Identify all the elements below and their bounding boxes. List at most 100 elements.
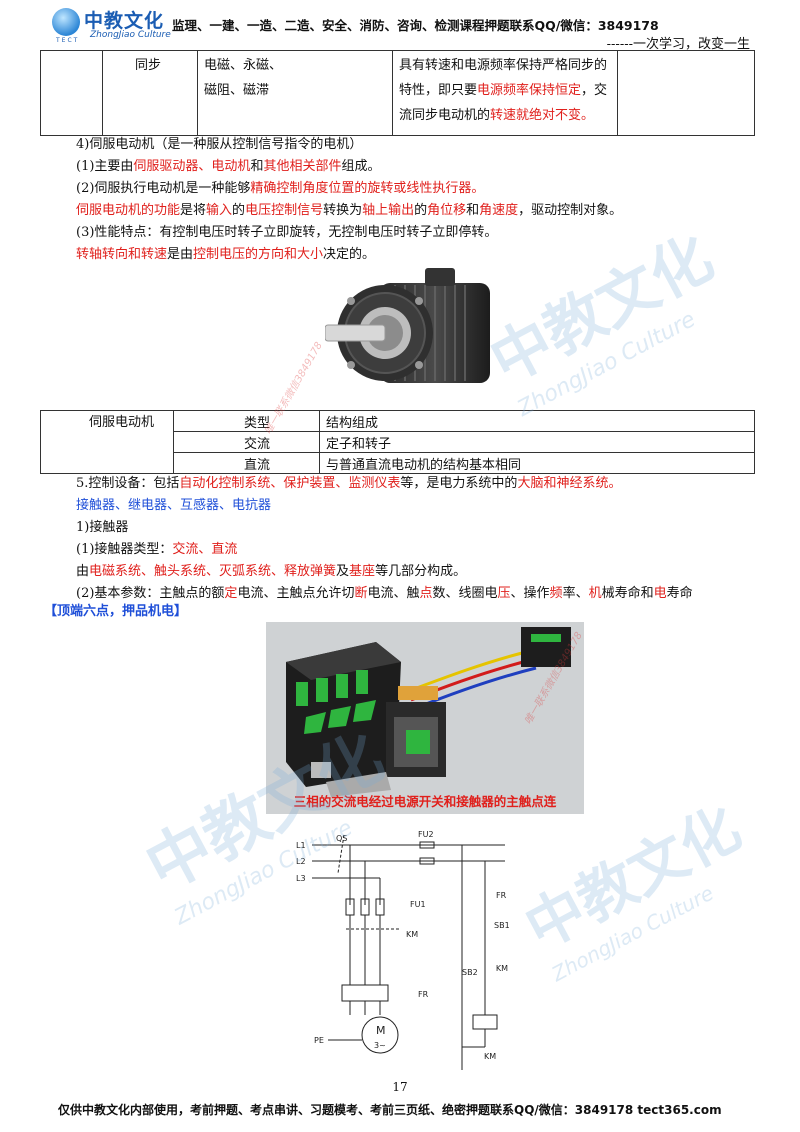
text: (2)基本参数：主触点的额 [76, 586, 225, 601]
text: 是将 [180, 203, 207, 218]
label-motor: M [376, 1024, 386, 1037]
text: 的 [232, 203, 246, 218]
page-number: 17 [392, 1080, 408, 1094]
control-line-2: 接触器、继电器、互感器、电抗器 [76, 498, 272, 513]
text: 电流、触 [367, 586, 420, 601]
watermark-en: ZhongJiao Culture [547, 880, 718, 987]
logo-tect: TECT [56, 37, 80, 44]
table-row: 直流 与普通直流电动机的结构基本相同 [41, 452, 755, 474]
label-km-coil: KM [484, 1052, 496, 1061]
text: 组成。 [341, 159, 381, 174]
table-cell: 伺服电动机 [40, 410, 174, 474]
text: 由 [76, 564, 90, 579]
highlight-text: 控制电压的方向和大小 [193, 247, 324, 262]
globe-icon [52, 8, 80, 36]
logo-cn: 中教文化 [84, 10, 165, 32]
label-l2: L2 [296, 857, 306, 866]
cell-text: ，交流同步电动机的 [399, 83, 608, 123]
text: 及 [336, 564, 350, 579]
text: 的 [414, 203, 428, 218]
text: 和 [466, 203, 480, 218]
servo-heading: 4)伺服电动机（是一种服从控制信号指令的电机） [76, 137, 363, 152]
label-fr-ctrl: FR [496, 891, 507, 900]
label-sb2: SB2 [462, 968, 478, 977]
page-footer: 仅供中教文化内部使用，考前押题、考点串讲、习题模考、考前三页纸、绝密押题联系QQ… [58, 1103, 722, 1117]
highlight-text: 电磁系统、触头系统、灭弧系统、释放弹簧 [89, 564, 337, 579]
label-l3: L3 [296, 874, 306, 883]
highlight-text: 点 [419, 586, 433, 601]
control-line-5: 由电磁系统、触头系统、灭弧系统、释放弹簧及基座等几部分构成。 [76, 562, 466, 582]
table-row: 同步 电磁、永磁、 磁阻、磁滞 具有转速和电源频率保持严格同步的特性，即只要电源… [40, 50, 755, 136]
table-cell: 与普通直流电动机的结构基本相同 [319, 452, 755, 474]
label-qs: QS [336, 834, 347, 843]
highlight-text: 电 [653, 586, 667, 601]
text: 电流、主触点允许切 [237, 586, 355, 601]
label-sb1: SB1 [494, 921, 510, 930]
control-line-1: 5.控制设备：包括自动化控制系统、保护装置、监测仪表等，是电力系统中的大脑和神经… [76, 474, 621, 494]
servo-line-5: 转轴转向和转速是由控制电压的方向和大小决定的。 [76, 245, 375, 265]
highlight-text: 角位移 [427, 203, 467, 218]
table-cell: 具有转速和电源频率保持严格同步的特性，即只要电源频率保持恒定，交流同步电动机的转… [392, 50, 618, 136]
contactor-image [266, 622, 584, 814]
text: 决定的。 [323, 247, 376, 262]
text: (2)伺服执行电动机是一种能够 [76, 181, 251, 196]
label-fr-main: FR [418, 990, 429, 999]
highlight-text: 大脑和神经系统。 [517, 476, 622, 491]
contactor-illustration: 三相的交流电经过电源开关和接触器的主触点连 [266, 622, 584, 814]
label-l1: L1 [296, 841, 306, 850]
table-cell: 结构组成 [319, 410, 755, 432]
cell-line: 磁阻、磁滞 [204, 83, 270, 98]
table-cell [617, 50, 755, 136]
text: (1)接触器类型： [76, 542, 173, 557]
cell-text: 具有转速和电源频率保持严格同步的特性，即只要 [399, 58, 608, 98]
servo-line-2: (2)伺服执行电动机是一种能够精确控制角度位置的旋转或线性执行器。 [76, 179, 484, 199]
highlight-text: 压 [497, 586, 511, 601]
label-km-main: KM [406, 930, 418, 939]
highlight-text: 精确控制角度位置的旋转或线性执行器。 [250, 181, 485, 196]
highlight-text: 输入 [206, 203, 233, 218]
table-cell: 电磁、永磁、 磁阻、磁滞 [197, 50, 393, 136]
zhongjiao-logo: 中教文化 ZhongJiao Culture TECT [52, 6, 172, 46]
highlight-text: 断 [354, 586, 368, 601]
servo-line-1: (1)主要由伺服驱动器、电动机和其他相关部件组成。 [76, 157, 380, 177]
highlight-text: 其他相关部件 [263, 159, 342, 174]
highlight-text: 电源频率保持恒定 [477, 83, 582, 98]
highlight-text: 基座 [349, 564, 376, 579]
highlight-text: 机 [588, 586, 602, 601]
label-motor-3ph: 3~ [374, 1041, 386, 1050]
servo-line-3: 伺服电动机的功能是将输入的电压控制信号转换为轴上输出的角位移和角速度，驱动控制对… [76, 201, 622, 221]
text: 、操作 [510, 586, 550, 601]
text: 和 [250, 159, 264, 174]
highlight-text: 转轴转向和转速 [76, 247, 168, 262]
table-cell: 交流 [173, 431, 320, 453]
servo-structure-table: 伺服电动机 类型 结构组成 交流 定子和转子 直流 与普通直流电动机的结构基本相… [40, 410, 755, 474]
text: 寿命 [666, 586, 693, 601]
table-cell: 直流 [173, 452, 320, 474]
text: 率、 [562, 586, 589, 601]
exam-tip: 【顶端六点，押品机电】 [44, 604, 188, 619]
text: 等几部分构成。 [375, 564, 467, 579]
header-slogan: ------一次学习，改变一生 [606, 37, 750, 52]
highlight-text: 角速度 [479, 203, 519, 218]
cell-line: 电磁、永磁、 [204, 58, 283, 73]
page-header: 中教文化 ZhongJiao Culture TECT 监理、一建、一造、二造、… [0, 0, 800, 52]
label-km-aux: KM [496, 964, 508, 973]
text: 等，是电力系统中的 [400, 476, 518, 491]
label-fu1: FU1 [410, 900, 426, 909]
text: ，驱动控制对象。 [518, 203, 623, 218]
text: 是由 [167, 247, 194, 262]
highlight-text: 转速就绝对不变。 [490, 108, 595, 123]
contactor-caption: 三相的交流电经过电源开关和接触器的主触点连 [293, 794, 557, 809]
label-pe: PE [314, 1036, 324, 1045]
highlight-text: 频 [549, 586, 563, 601]
table-cell [40, 50, 103, 136]
watermark: 中教文化 ZhongJiao Culture [473, 210, 737, 422]
highlight-text: 伺服电动机的功能 [76, 203, 181, 218]
servo-line-4: (3)性能特点：有控制电压时转子立即旋转，无控制电压时转子立即停转。 [76, 225, 498, 240]
text: 械寿命和 [601, 586, 654, 601]
watermark-cn: 中教文化 [479, 222, 725, 398]
watermark-en: ZhongJiao Culture [513, 306, 700, 422]
table-cell: 同步 [102, 50, 198, 136]
header-text: 监理、一建、一造、二造、安全、消防、咨询、检测课程押题联系QQ/微信：38491… [172, 18, 659, 33]
text: 数、线圈电 [432, 586, 498, 601]
